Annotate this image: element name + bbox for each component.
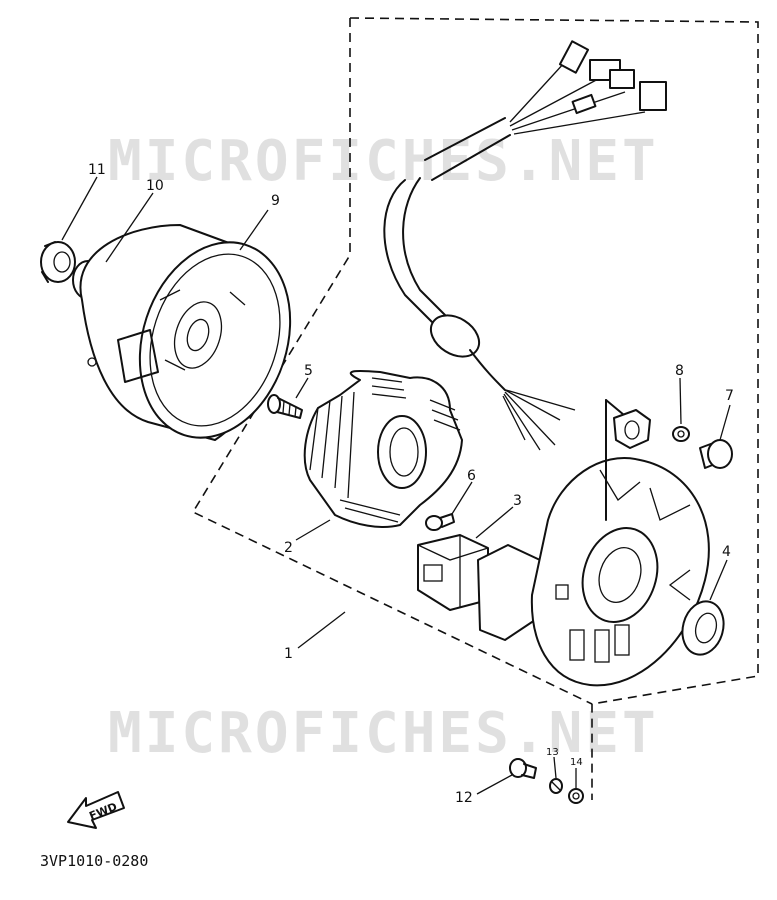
- assembly-boundary: [191, 17, 759, 800]
- callout-7: 7: [725, 388, 734, 404]
- callout-5: 5: [304, 363, 313, 379]
- callout-2: 2: [284, 540, 293, 556]
- callout-8: 8: [675, 363, 684, 379]
- nut-part: [40, 241, 76, 283]
- pickup-screw-part: [425, 513, 455, 531]
- plain-washer-part: [568, 788, 584, 804]
- callout-9: 9: [271, 193, 280, 209]
- stator-screw-part: [267, 394, 303, 419]
- callout-1: 1: [284, 646, 293, 662]
- callout-3: 3: [513, 493, 522, 509]
- lock-washer-part: [549, 778, 563, 794]
- callout-11: 11: [88, 162, 106, 178]
- clamp-part: [613, 409, 651, 449]
- rotor-flywheel-part: [79, 224, 292, 441]
- oil-seal-part: [681, 600, 725, 656]
- callout-10: 10: [146, 178, 164, 194]
- clamp-washer-part: [672, 426, 690, 442]
- watermark-bottom: MICROFICHES.NET: [108, 701, 659, 766]
- callout-4: 4: [722, 544, 731, 560]
- callout-6: 6: [467, 468, 476, 484]
- stator-base-plate: [530, 399, 710, 687]
- bottom-screw-part: [509, 758, 537, 779]
- leader-lines: [61, 176, 731, 795]
- callout-14: 14: [570, 757, 583, 768]
- watermark-top: MICROFICHES.NET: [108, 129, 659, 194]
- forward-arrow-icon: FWD: [67, 791, 125, 829]
- stator-coil-part: [303, 370, 463, 528]
- pickup-coil-part: [417, 534, 541, 641]
- wire-harness: [383, 40, 667, 451]
- callout-12: 12: [455, 790, 473, 806]
- bolt-part: [699, 439, 733, 469]
- diagram-code: 3VP1010-0280: [40, 852, 148, 870]
- callout-13: 13: [546, 747, 559, 758]
